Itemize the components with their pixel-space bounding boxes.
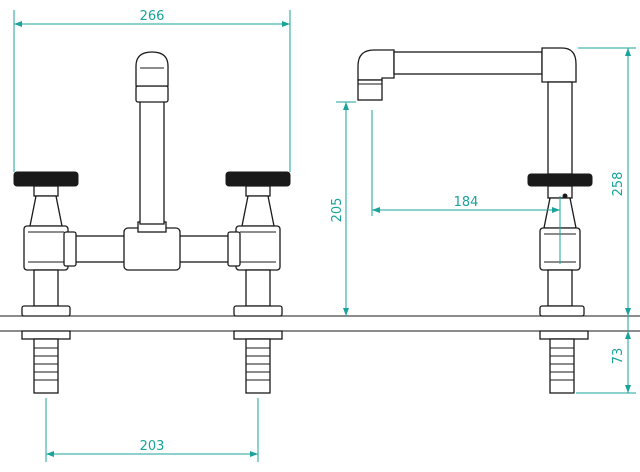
dimension-overall-height-label: 258 bbox=[611, 172, 626, 197]
side-view bbox=[357, 47, 593, 394]
side-valve-body bbox=[539, 197, 585, 317]
worktop bbox=[0, 315, 640, 332]
front-view bbox=[13, 51, 291, 394]
right-crosshead-handle bbox=[225, 171, 291, 197]
dimension-spout-height: 205 bbox=[330, 101, 356, 316]
dimension-overall-width: 266 bbox=[13, 9, 291, 172]
dimension-spout-reach: 184 bbox=[371, 110, 561, 264]
dimension-spout-reach-label: 184 bbox=[454, 195, 479, 210]
dimension-spout-height-label: 205 bbox=[330, 198, 345, 223]
left-crosshead-handle bbox=[13, 171, 79, 197]
dimension-shank-length-label: 73 bbox=[611, 348, 626, 365]
dimension-overall-height: 258 bbox=[578, 47, 636, 316]
side-shank bbox=[539, 330, 589, 394]
side-spout-outlet bbox=[357, 49, 395, 101]
front-spout bbox=[123, 51, 181, 271]
dimension-tap-centres-label: 203 bbox=[140, 439, 165, 454]
dimension-overall-width-label: 266 bbox=[140, 9, 165, 24]
left-shank bbox=[21, 330, 71, 394]
side-vertical-riser bbox=[547, 81, 573, 175]
left-valve-body bbox=[21, 195, 71, 317]
dimension-shank-length: 73 bbox=[576, 316, 636, 394]
side-horizontal-arm bbox=[393, 51, 543, 75]
dimension-tap-centres: 203 bbox=[45, 398, 259, 462]
side-top-elbow bbox=[541, 47, 577, 83]
right-shank bbox=[233, 330, 283, 394]
right-valve-body bbox=[233, 195, 283, 317]
side-handle bbox=[527, 173, 593, 199]
